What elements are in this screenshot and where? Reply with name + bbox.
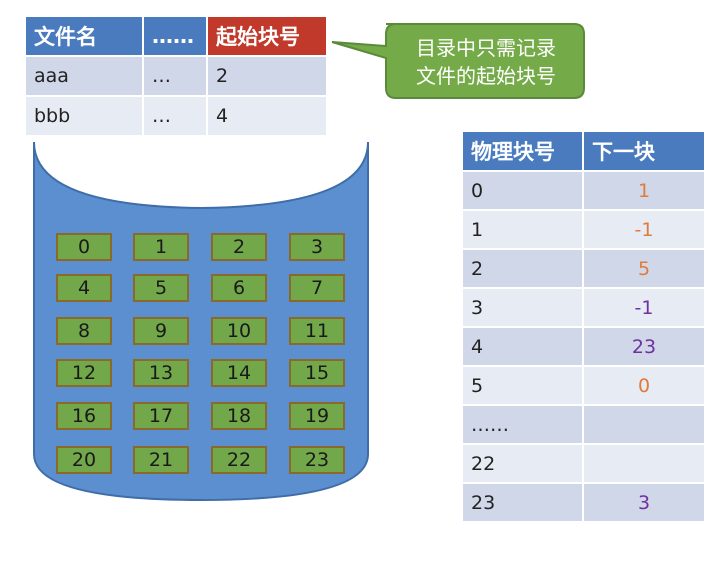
- fat-cell-next-block: [584, 406, 706, 445]
- callout-line: 文件的起始块号: [416, 64, 556, 88]
- fat-cell-physical-block: 3: [463, 289, 584, 328]
- fat-cell-physical-block: 2: [463, 250, 584, 289]
- disk-block: 3: [289, 233, 345, 261]
- fat-cell-physical-block: 23: [463, 484, 584, 523]
- fat-header-physical-block: 物理块号: [463, 132, 584, 172]
- disk-block: 9: [133, 317, 189, 345]
- table-row: bbb … 4: [26, 97, 328, 137]
- disk-block: 17: [133, 402, 189, 430]
- directory-cell-ellipsis: …: [144, 97, 208, 137]
- disk-block: 4: [56, 274, 112, 302]
- fat-cell-physical-block: 0: [463, 172, 584, 211]
- fat-header-row: 物理块号 下一块: [463, 132, 706, 172]
- table-row: 22: [463, 445, 706, 484]
- disk-block: 5: [133, 274, 189, 302]
- table-row: ……: [463, 406, 706, 445]
- fat-cell-next-block: 3: [584, 484, 706, 523]
- disk-block: 6: [211, 274, 267, 302]
- disk-block: 10: [211, 317, 267, 345]
- fat-cell-next-block: 1: [584, 172, 706, 211]
- directory-cell-filename: bbb: [26, 97, 144, 137]
- directory-header-row: 文件名 …… 起始块号: [26, 17, 328, 57]
- disk-block: 8: [56, 317, 112, 345]
- disk-block: 12: [56, 359, 112, 387]
- fat-cell-next-block: [584, 445, 706, 484]
- fat-cell-next-block: -1: [584, 211, 706, 250]
- directory-table: 文件名 …… 起始块号 aaa … 2 bbb … 4: [26, 17, 328, 137]
- fat-cell-physical-block: 22: [463, 445, 584, 484]
- disk-block: 2: [211, 233, 267, 261]
- disk-block: 13: [133, 359, 189, 387]
- disk-block: 23: [289, 446, 345, 474]
- fat-cell-next-block: -1: [584, 289, 706, 328]
- directory-cell-start-block: 2: [208, 57, 328, 97]
- directory-cell-filename: aaa: [26, 57, 144, 97]
- table-row: 1-1: [463, 211, 706, 250]
- disk-block: 18: [211, 402, 267, 430]
- callout-line: 目录中只需记录: [416, 36, 556, 60]
- directory-cell-start-block: 4: [208, 97, 328, 137]
- disk-cylinder: [33, 141, 369, 502]
- fat-cell-next-block: 0: [584, 367, 706, 406]
- directory-header-start-block: 起始块号: [208, 17, 328, 57]
- disk-block: 22: [211, 446, 267, 474]
- disk-block: 20: [56, 446, 112, 474]
- fat-cell-physical-block: ……: [463, 406, 584, 445]
- table-row: aaa … 2: [26, 57, 328, 97]
- directory-cell-ellipsis: …: [144, 57, 208, 97]
- disk-block: 14: [211, 359, 267, 387]
- disk-block: 16: [56, 402, 112, 430]
- disk-block: 19: [289, 402, 345, 430]
- disk-block: 1: [133, 233, 189, 261]
- disk-block: 7: [289, 274, 345, 302]
- table-row: 3-1: [463, 289, 706, 328]
- fat-cell-physical-block: 1: [463, 211, 584, 250]
- directory-header-ellipsis: ……: [144, 17, 208, 57]
- disk-block: 15: [289, 359, 345, 387]
- callout-text: 目录中只需记录 文件的起始块号: [388, 34, 584, 90]
- fat-cell-next-block: 23: [584, 328, 706, 367]
- fat-header-next-block: 下一块: [584, 132, 706, 172]
- callout-bubble: [331, 23, 585, 99]
- disk-block: 11: [289, 317, 345, 345]
- disk-block: 21: [133, 446, 189, 474]
- fat-cell-next-block: 5: [584, 250, 706, 289]
- fat-cell-physical-block: 4: [463, 328, 584, 367]
- directory-header-filename: 文件名: [26, 17, 144, 57]
- fat-cell-physical-block: 5: [463, 367, 584, 406]
- disk-block: 0: [56, 233, 112, 261]
